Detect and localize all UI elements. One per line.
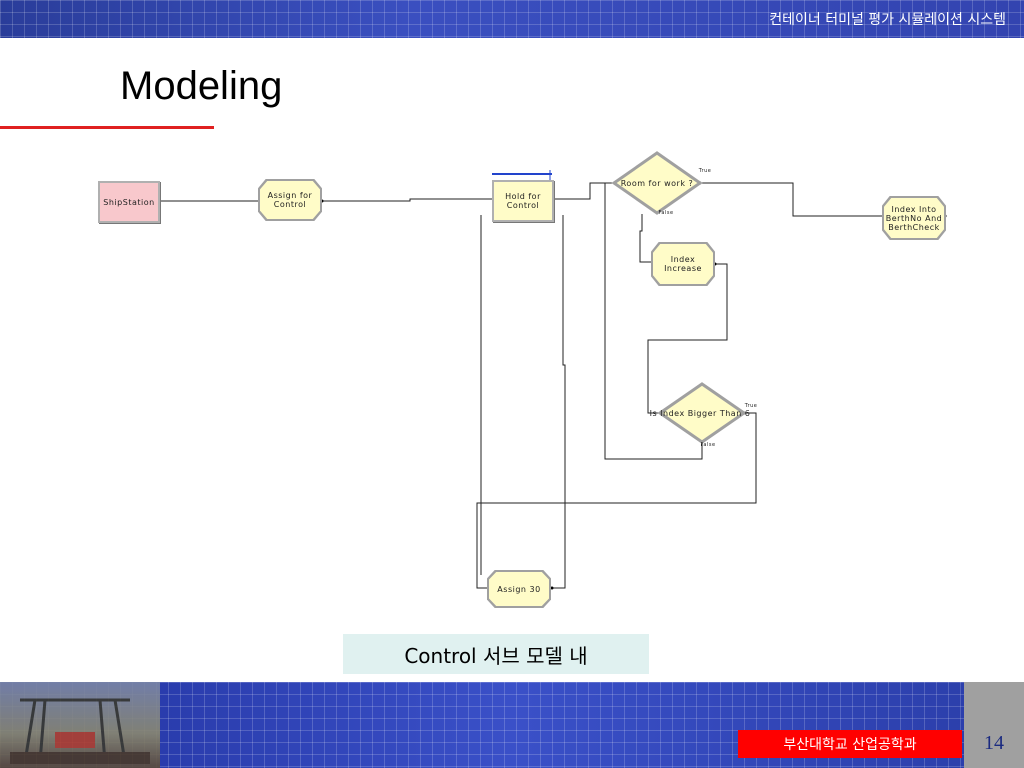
- edge-increase-to-bigger: [647, 263, 728, 414]
- crane-icon: [10, 698, 150, 764]
- university-label: 부산대학교 산업공학과: [738, 730, 962, 758]
- node-assign-30[interactable]: Assign 30: [487, 570, 551, 608]
- branch-label-false: False: [700, 441, 716, 448]
- node-index-increase[interactable]: Index Increase: [651, 242, 715, 286]
- node-room-for-work[interactable]: Room for work ?: [614, 176, 700, 190]
- node-label: Assign 30: [497, 584, 541, 594]
- connector-lines: [156, 151, 947, 590]
- edge-assign30-to-hold: [552, 215, 566, 589]
- container-crane-image: [0, 682, 160, 768]
- footer-bar: 부산대학교 산업공학과 14: [0, 682, 1024, 768]
- diagram-caption: Control 서브 모델 내: [343, 634, 649, 674]
- edge-room-false: [639, 214, 652, 263]
- branch-label-true: True: [698, 167, 712, 174]
- page-title: Modeling: [120, 64, 283, 108]
- flow-diagram: ShipStation Assign for Control Hold for …: [0, 140, 1024, 640]
- page-number: 14: [984, 732, 1004, 754]
- header-title: 컨테이너 터미널 평가 시뮬레이션 시스템: [769, 12, 1006, 28]
- node-label: Index Increase: [664, 255, 702, 273]
- node-is-index-bigger[interactable]: Is Index Bigger Than 6: [644, 406, 756, 420]
- node-hold-for-control[interactable]: Hold for Control: [492, 180, 554, 222]
- edge-assign-to-hold: [322, 198, 493, 202]
- branch-label-false: False: [658, 209, 674, 216]
- edge-bigger-false: [604, 182, 703, 460]
- node-index-into-berth[interactable]: Index Into BerthNo And BerthCheck: [882, 196, 946, 240]
- node-label: Index Into BerthNo And BerthCheck: [885, 204, 943, 232]
- node-label: Assign for Control: [267, 191, 313, 209]
- header-grid-pattern: [0, 0, 1024, 38]
- node-label: ShipStation: [103, 197, 155, 207]
- edge-bigger-true: [476, 412, 757, 589]
- node-assign-for-control[interactable]: Assign for Control: [258, 179, 322, 221]
- edge-hold-to-room: [552, 182, 614, 200]
- decision-diamond-room: [611, 151, 703, 215]
- decision-diamond-bigger: [657, 382, 747, 444]
- node-label: Room for work ?: [620, 178, 694, 188]
- node-label: Is Index Bigger Than 6: [649, 408, 751, 418]
- edge-room-true: [700, 182, 884, 217]
- header-bar: 컨테이너 터미널 평가 시뮬레이션 시스템: [0, 0, 1024, 38]
- port-dot: [550, 586, 554, 590]
- node-label: Hold for Control: [505, 192, 541, 210]
- node-ship-station[interactable]: ShipStation: [98, 181, 160, 223]
- footer-grey-block: [964, 682, 1024, 768]
- branch-label-true: True: [744, 402, 758, 409]
- title-underline: [0, 126, 214, 129]
